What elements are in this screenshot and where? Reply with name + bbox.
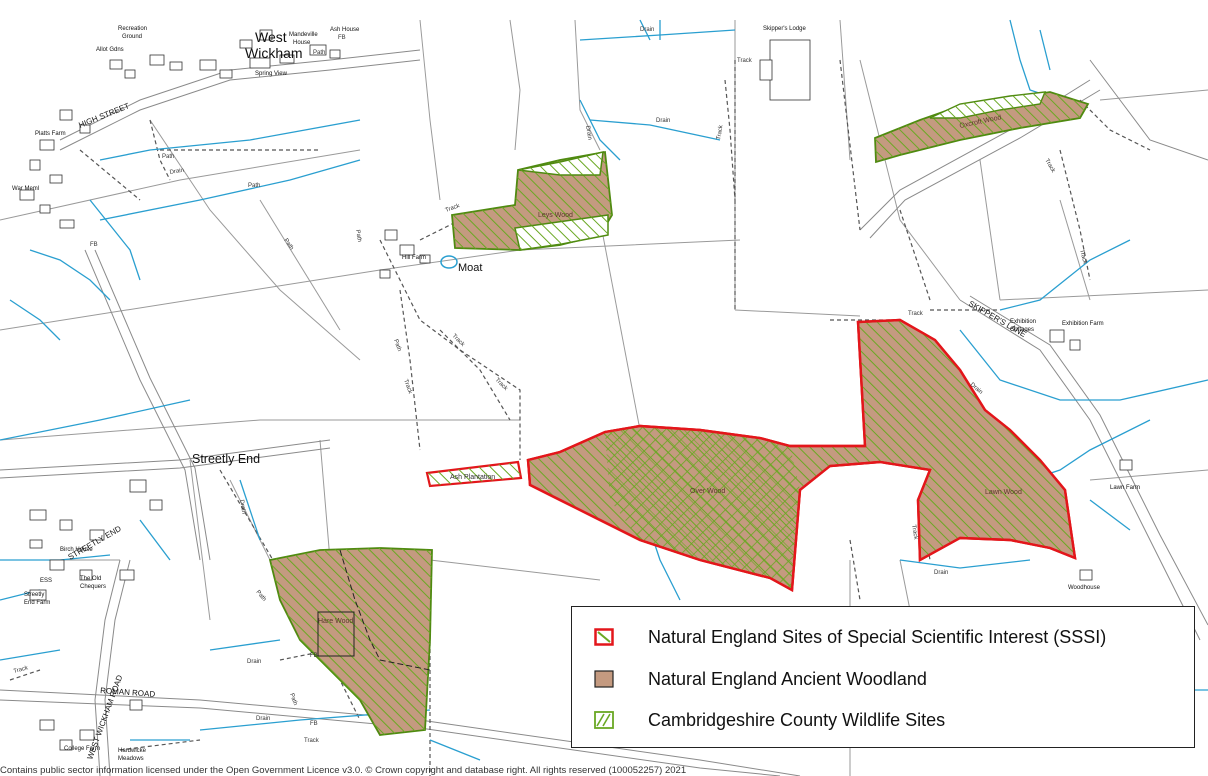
label-drain-9: Drain (256, 716, 270, 722)
label-drain-4: Drain (584, 125, 592, 140)
label-college-farm: College Farm (64, 746, 100, 752)
label-streetly-end: Streetly End (192, 452, 260, 466)
label-track-12: Track (304, 738, 320, 744)
leys-wood[interactable] (451, 150, 613, 251)
label-drain-6: Drain (238, 499, 246, 514)
map-legend: Natural England Sites of Special Scienti… (571, 606, 1195, 748)
legend-label-ancient-woodland: Natural England Ancient Woodland (648, 669, 927, 689)
label-track-6: Track (908, 311, 924, 317)
label-drain-1: Drain (169, 168, 184, 176)
label-skippers-lodge: Skipper's Lodge (763, 26, 807, 32)
label-mandeville-2: House (293, 40, 311, 46)
label-over-wood: Over Wood (690, 488, 725, 495)
label-hardwicke-1: Hardwicke (118, 748, 147, 754)
label-birch-house: Birch House (60, 547, 93, 553)
label-path-4: Path (282, 238, 294, 252)
label-drain-8: Drain (247, 659, 261, 665)
label-old-chequers-1: The Old (80, 576, 101, 582)
label-path-5: Path (354, 229, 362, 242)
label-path-6: Path (392, 339, 402, 353)
label-ash-plantation: Ash Plantation (450, 474, 495, 481)
label-track-9: Track (402, 379, 413, 396)
oxcroft-wood[interactable] (874, 91, 1090, 164)
label-hardwicke-2: Meadows (118, 756, 144, 762)
label-drain-7: Drain (934, 570, 948, 576)
label-hill-farm: Hill Farm (402, 255, 426, 261)
sssi-swatch-icon (594, 628, 614, 646)
label-track-10: Track (910, 524, 919, 541)
buildings (19, 29, 1133, 751)
label-recreation-ground-2: Ground (122, 34, 142, 40)
county-wildlife-site-swatch-icon (594, 711, 614, 729)
label-lawn-farm: Lawn Farm (1110, 485, 1140, 491)
label-track-1: Track (445, 203, 462, 214)
label-path-2: Path (313, 50, 325, 56)
label-path-1: Path (162, 154, 174, 160)
ash-plantation[interactable] (425, 460, 523, 488)
hare-wood[interactable] (268, 547, 433, 736)
label-woodhouse: Woodhouse (1068, 585, 1101, 591)
over-wood-lawn-wood-sssi[interactable] (526, 318, 1077, 592)
moat-symbol (440, 255, 458, 269)
label-path-8: Path (288, 693, 298, 707)
label-roman-road: ROMAN ROAD (100, 686, 156, 699)
label-track-2: Track (716, 124, 725, 141)
label-west-wickham-1: West (255, 29, 287, 45)
label-fb-3: FB (310, 653, 318, 659)
drains (0, 19, 1208, 761)
legend-label-sssi: Natural England Sites of Special Scienti… (648, 627, 1107, 647)
label-track-4: Track (1078, 249, 1088, 266)
label-exhibition-cottages-1: Exhibition (1010, 319, 1036, 325)
label-moat: Moat (458, 262, 482, 274)
label-fb-4: FB (310, 721, 318, 727)
label-recreation-ground-1: Recreation (118, 26, 147, 32)
label-drain-2: Drain (640, 27, 654, 33)
label-ess: ESS (40, 578, 52, 584)
label-fb-2: FB (90, 242, 98, 248)
label-lawn-wood: Lawn Wood (985, 489, 1022, 496)
label-drain-3: Drain (656, 118, 670, 124)
label-exhibition-farm: Exhibition Farm (1062, 321, 1104, 327)
label-streetly-end-farm-2: End Farm (24, 600, 50, 606)
place-labels: West Wickham Streetly End Moat Recreatio… (12, 26, 1140, 762)
label-spring-view: Spring View (255, 71, 288, 77)
legend-label-county-wildlife-sites: Cambridgeshire County Wildlife Sites (648, 710, 946, 730)
label-allot-gdns: Allot Gdns (96, 47, 124, 53)
tracks (9, 59, 1151, 776)
label-streetly-end-farm-1: Streetly (24, 592, 44, 598)
label-old-chequers-2: Chequers (80, 584, 106, 590)
label-platts-farm: Platts Farm (35, 131, 66, 137)
label-hare-wood: Hare Wood (318, 618, 353, 625)
label-leys-wood: Leys Wood (538, 212, 573, 219)
label-track-3: Track (737, 58, 753, 64)
label-exhibition-cottages-2: Cottages (1010, 327, 1034, 333)
label-war-meml: War Meml (12, 186, 39, 192)
label-track-11: Track (13, 665, 30, 675)
copyright-attribution: Contains public sector information licen… (0, 765, 687, 776)
label-west-wickham-2: Wickham (245, 45, 303, 61)
label-path-3: Path (248, 183, 260, 189)
ancient-woodland-swatch-icon (594, 670, 614, 688)
label-mandeville-1: Mandeville (289, 32, 318, 38)
label-ash-house: Ash House (330, 27, 360, 33)
label-fb-1: FB (338, 35, 346, 41)
